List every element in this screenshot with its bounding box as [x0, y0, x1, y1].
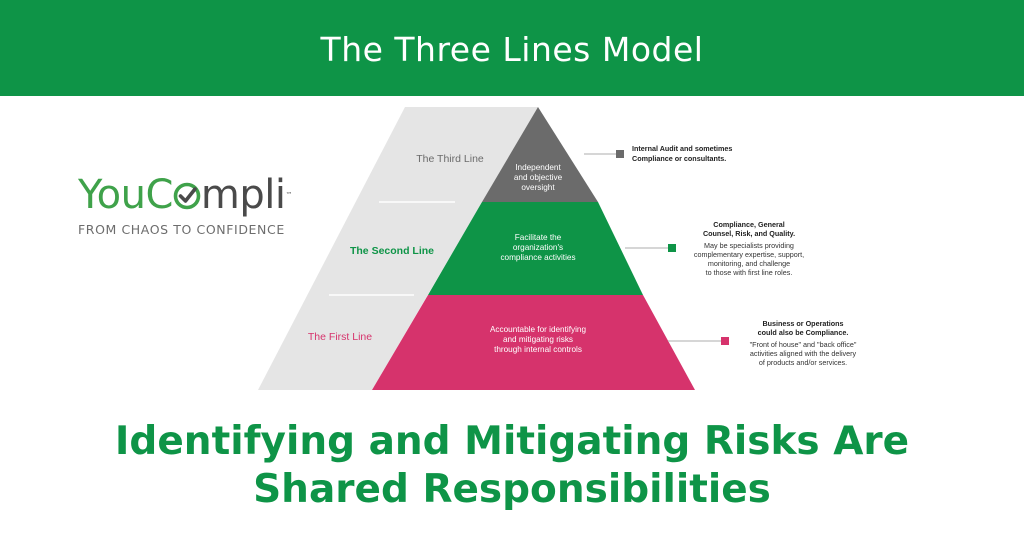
main-heading: Identifying and Mitigating Risks Are Sha…: [40, 418, 984, 514]
note-first-bold-2: could also be Compliance.: [758, 328, 849, 337]
tier-second-text-2: organization's: [513, 243, 563, 252]
heading-line-1: Identifying and Mitigating Risks Are: [114, 419, 910, 464]
note-second-bold-1: Compliance, General: [713, 220, 785, 229]
pyramid-tier-second: [428, 202, 643, 295]
tier-third-text-2: and objective: [514, 173, 563, 182]
note-second-body-4: to those with first line roles.: [706, 268, 793, 277]
pyramid-back-panel: [258, 107, 538, 390]
tier-second-text-1: Facilitate the: [515, 233, 562, 242]
pyramid-tier-first: [372, 295, 695, 390]
note-second-body-1: May be specialists providing: [704, 241, 794, 250]
logo-tagline: FROM CHAOS TO CONFIDENCE: [78, 222, 285, 237]
side-label-second: The Second Line: [350, 245, 434, 257]
logo-word-mpli: mpli: [200, 172, 286, 218]
tier-third-text-1: Independent: [515, 163, 561, 172]
youcompli-logo: YouC mpli™ FROM CHAOS TO CONFIDENCE: [78, 172, 298, 237]
trademark-symbol: ™: [285, 191, 292, 199]
note-first-body-2: activities aligned with the delivery: [750, 349, 857, 358]
tier-first-text-2: and mitigating risks: [503, 335, 573, 344]
side-label-first: The First Line: [308, 331, 372, 343]
title-banner: The Three Lines Model: [0, 0, 1024, 96]
three-lines-pyramid: The Third Line The Second Line The First…: [258, 107, 857, 390]
pyramid-tier-third: [482, 107, 598, 202]
side-label-third: The Third Line: [416, 153, 484, 165]
note-first-body-3: of products and/or services.: [759, 358, 847, 367]
note-second-body-3: monitoring, and challenge: [708, 259, 790, 268]
tier-third-text-3: oversight: [521, 183, 555, 192]
heading-line-2: Shared Responsibilities: [253, 467, 771, 512]
marker-square-first: [721, 337, 729, 345]
banner-title: The Three Lines Model: [320, 30, 704, 69]
tier-first-text-3: through internal controls: [494, 345, 582, 354]
marker-square-third: [616, 150, 624, 158]
logo-word-you: You: [78, 172, 146, 218]
note-third-bold-2: Compliance or consultants.: [632, 154, 726, 163]
tier-second-text-3: compliance activities: [500, 253, 575, 262]
note-first-body-1: "Front of house" and "back office": [750, 340, 857, 349]
note-third-bold-1: Internal Audit and sometimes: [632, 144, 732, 153]
logo-word-c: C: [145, 172, 173, 218]
note-first-bold-1: Business or Operations: [762, 319, 843, 328]
logo-wordmark: YouC mpli™: [78, 172, 298, 218]
tier-first-text-1: Accountable for identifying: [490, 325, 586, 334]
marker-square-second: [668, 244, 676, 252]
note-second-bold-2: Counsel, Risk, and Quality.: [703, 229, 795, 238]
note-second-body-2: complementary expertise, support,: [694, 250, 804, 259]
checkmark-o-icon: [173, 182, 201, 210]
